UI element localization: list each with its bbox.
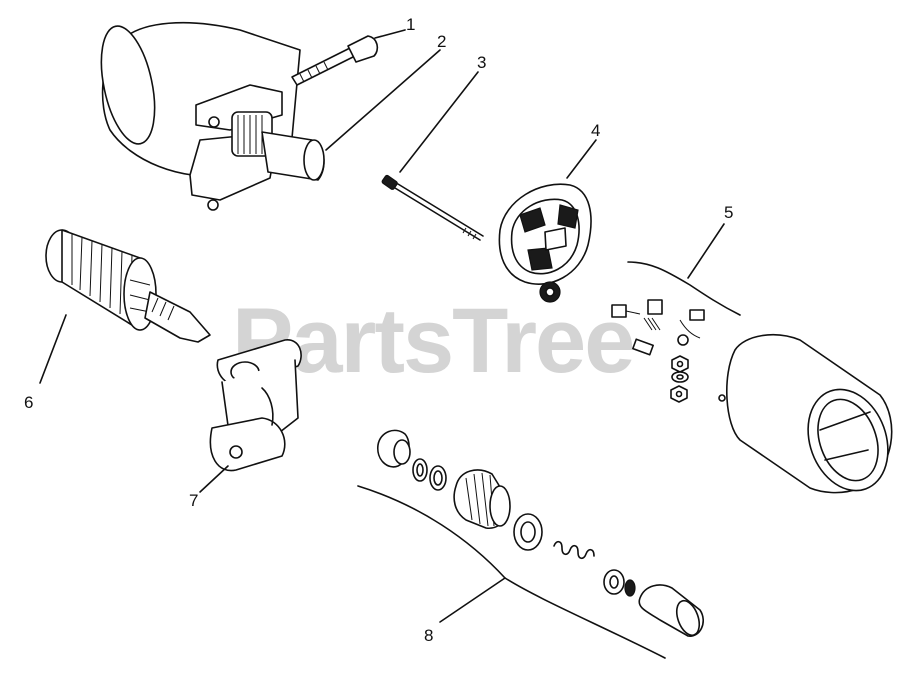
armature[interactable] — [45, 229, 211, 343]
callout-5: 5 — [724, 203, 733, 222]
leader-lines — [39, 29, 725, 623]
watermark: PartsTree — [232, 290, 633, 392]
callout-8: 8 — [424, 626, 433, 645]
bolt[interactable] — [291, 35, 379, 86]
starter-motor-assembly[interactable] — [92, 21, 325, 211]
callout-2: 2 — [437, 32, 446, 51]
callout-6: 6 — [24, 393, 33, 412]
through-bolt[interactable] — [381, 174, 484, 241]
brush-kit-and-housing[interactable] — [611, 261, 901, 502]
callout-labels: 1 2 3 4 5 6 7 8 — [24, 15, 733, 645]
callout-4: 4 — [591, 121, 600, 140]
drive-end-bracket[interactable] — [209, 339, 302, 472]
callout-3: 3 — [477, 53, 486, 72]
callout-7: 7 — [189, 491, 198, 510]
callout-1: 1 — [406, 15, 415, 34]
drive-kit[interactable] — [357, 429, 704, 659]
end-cap-brush-plate[interactable] — [498, 183, 592, 303]
